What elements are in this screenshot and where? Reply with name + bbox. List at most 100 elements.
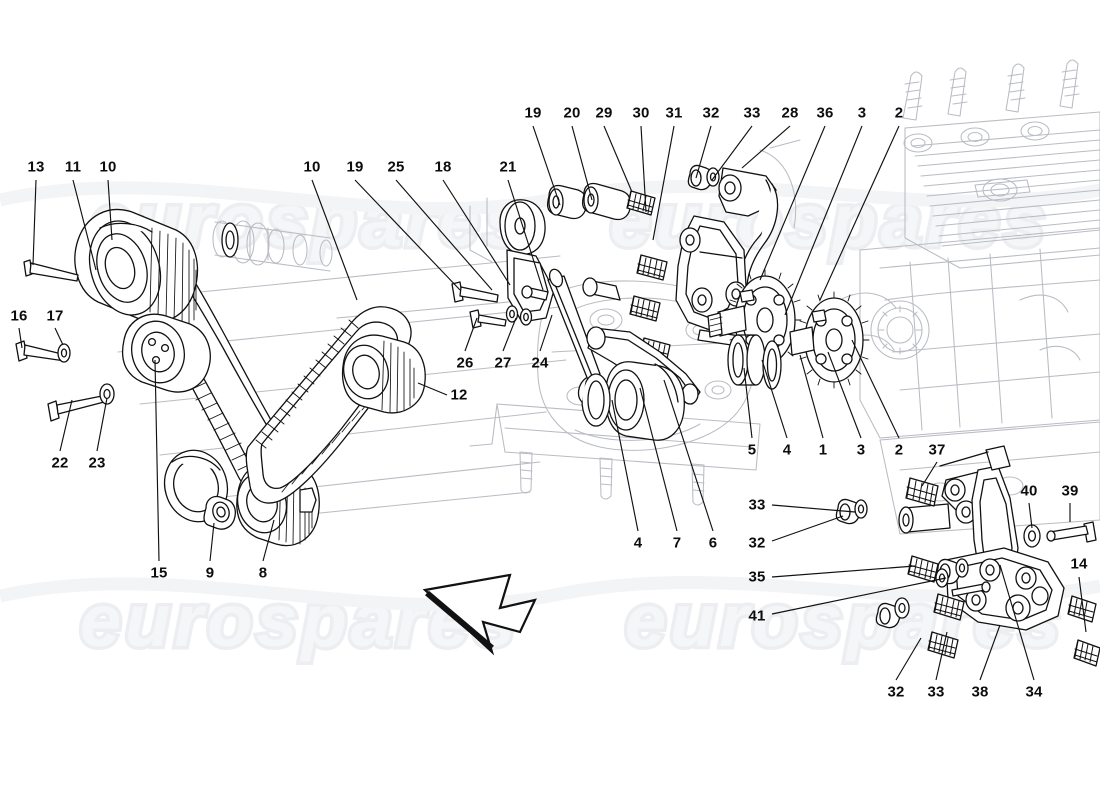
leader-line-19 — [354, 179, 461, 291]
leader-line-28 — [741, 125, 791, 169]
callout-number-c3b[interactable]: 3 — [856, 441, 866, 459]
leader-line-32 — [695, 125, 712, 179]
drive-gear-small — [789, 291, 870, 389]
spring-31-upper — [629, 295, 661, 322]
callout-number-c32c[interactable]: 32 — [887, 683, 905, 701]
spring-37 — [905, 477, 939, 507]
callout-number-c10b[interactable]: 10 — [303, 158, 321, 176]
leader-line-36 — [759, 125, 826, 281]
leader-line-32 — [895, 637, 922, 681]
callout-number-c10a[interactable]: 10 — [99, 158, 117, 176]
callout-number-c23[interactable]: 23 — [88, 454, 106, 472]
callout-number-c27[interactable]: 27 — [494, 354, 512, 372]
callout-number-c17[interactable]: 17 — [46, 307, 64, 325]
callout-number-c24[interactable]: 24 — [531, 354, 549, 372]
callout-number-c19a[interactable]: 19 — [346, 158, 364, 176]
leader-line-41 — [771, 577, 947, 615]
callout-number-c38[interactable]: 38 — [971, 683, 989, 701]
leader-line-37 — [921, 461, 938, 487]
callout-number-c8[interactable]: 8 — [258, 564, 268, 582]
callout-number-c5[interactable]: 5 — [747, 441, 757, 459]
callout-number-c4a[interactable]: 4 — [782, 441, 792, 459]
callout-number-c32b[interactable]: 32 — [748, 534, 766, 552]
callout-number-c32a[interactable]: 32 — [702, 104, 720, 122]
callout-number-c13[interactable]: 13 — [27, 158, 45, 176]
callout-number-c41[interactable]: 41 — [748, 607, 766, 625]
leader-line-25 — [395, 179, 493, 291]
callout-number-c9[interactable]: 9 — [205, 564, 215, 582]
leader-line-18 — [442, 179, 511, 286]
callout-number-c39[interactable]: 39 — [1061, 482, 1079, 500]
callout-number-c20[interactable]: 20 — [563, 104, 581, 122]
leader-line-22 — [59, 399, 73, 452]
leader-line-40 — [1028, 502, 1033, 529]
callout-number-c33b[interactable]: 33 — [748, 496, 766, 514]
callout-number-c2a[interactable]: 2 — [894, 104, 904, 122]
callout-number-c28[interactable]: 28 — [781, 104, 799, 122]
leader-line-38 — [979, 624, 1001, 681]
leader-line-6 — [663, 379, 714, 532]
leader-line-3 — [827, 351, 862, 439]
callout-number-c1[interactable]: 1 — [818, 441, 828, 459]
pin-40-small — [951, 581, 991, 597]
leader-line-20 — [571, 125, 593, 201]
washer-17 — [57, 343, 71, 363]
leader-line-16 — [18, 327, 23, 349]
spring-38-upper — [933, 593, 965, 621]
callout-number-c26[interactable]: 26 — [456, 354, 474, 372]
callout-number-c25[interactable]: 25 — [387, 158, 405, 176]
callout-number-c15[interactable]: 15 — [150, 564, 168, 582]
leader-line-4 — [611, 399, 639, 532]
washer-pair-mid — [935, 568, 949, 588]
callout-number-c33a[interactable]: 33 — [743, 104, 761, 122]
leader-line-33 — [935, 631, 948, 681]
leader-line-13 — [32, 179, 37, 266]
bearing-ring-5 — [727, 334, 766, 386]
leader-line-7 — [639, 387, 678, 532]
callout-number-c40[interactable]: 40 — [1020, 482, 1038, 500]
callout-number-c30[interactable]: 30 — [632, 104, 650, 122]
callout-number-c18[interactable]: 18 — [434, 158, 452, 176]
callout-number-c31[interactable]: 31 — [665, 104, 683, 122]
callout-number-c11[interactable]: 11 — [64, 158, 82, 176]
leader-line-5 — [743, 367, 753, 439]
callout-number-c7[interactable]: 7 — [672, 534, 682, 552]
callout-number-c16[interactable]: 16 — [10, 307, 28, 325]
callout-number-c33c[interactable]: 33 — [927, 683, 945, 701]
callout-number-c36[interactable]: 36 — [816, 104, 834, 122]
leader-line-26 — [464, 317, 478, 352]
callout-number-c29[interactable]: 29 — [595, 104, 613, 122]
nut-32-bottom — [875, 602, 901, 629]
callout-number-c3a[interactable]: 3 — [857, 104, 867, 122]
leader-line-1 — [799, 354, 824, 439]
callout-number-c19b[interactable]: 19 — [524, 104, 542, 122]
leader-line-8 — [262, 519, 275, 562]
washer-23 — [99, 383, 115, 405]
callout-number-c35[interactable]: 35 — [748, 568, 766, 586]
leader-line-33 — [771, 504, 856, 513]
callout-number-c4b[interactable]: 4 — [633, 534, 643, 552]
leader-line-15 — [154, 359, 160, 562]
callout-number-c14[interactable]: 14 — [1070, 555, 1088, 573]
leader-line-32 — [771, 515, 844, 542]
callout-number-c12[interactable]: 12 — [450, 386, 468, 404]
callout-number-c34[interactable]: 34 — [1025, 683, 1043, 701]
callout-number-c37[interactable]: 37 — [928, 441, 946, 459]
belt-12-pulley — [341, 334, 426, 414]
leader-line-30 — [640, 125, 647, 213]
arrow-shadow — [425, 590, 494, 651]
seal-ring-7 — [577, 373, 611, 427]
callout-number-c6[interactable]: 6 — [708, 534, 718, 552]
bolt-39 — [1046, 521, 1097, 543]
callout-number-c22[interactable]: 22 — [51, 454, 69, 472]
callout-number-c2b[interactable]: 2 — [894, 441, 904, 459]
leader-line-29 — [603, 125, 633, 193]
rocker-bracket-28 — [718, 167, 779, 301]
leader-line-35 — [771, 565, 916, 578]
bracket-arm-36 — [675, 215, 747, 331]
callout-number-c21[interactable]: 21 — [499, 158, 517, 176]
tensioner-roller — [121, 313, 211, 393]
